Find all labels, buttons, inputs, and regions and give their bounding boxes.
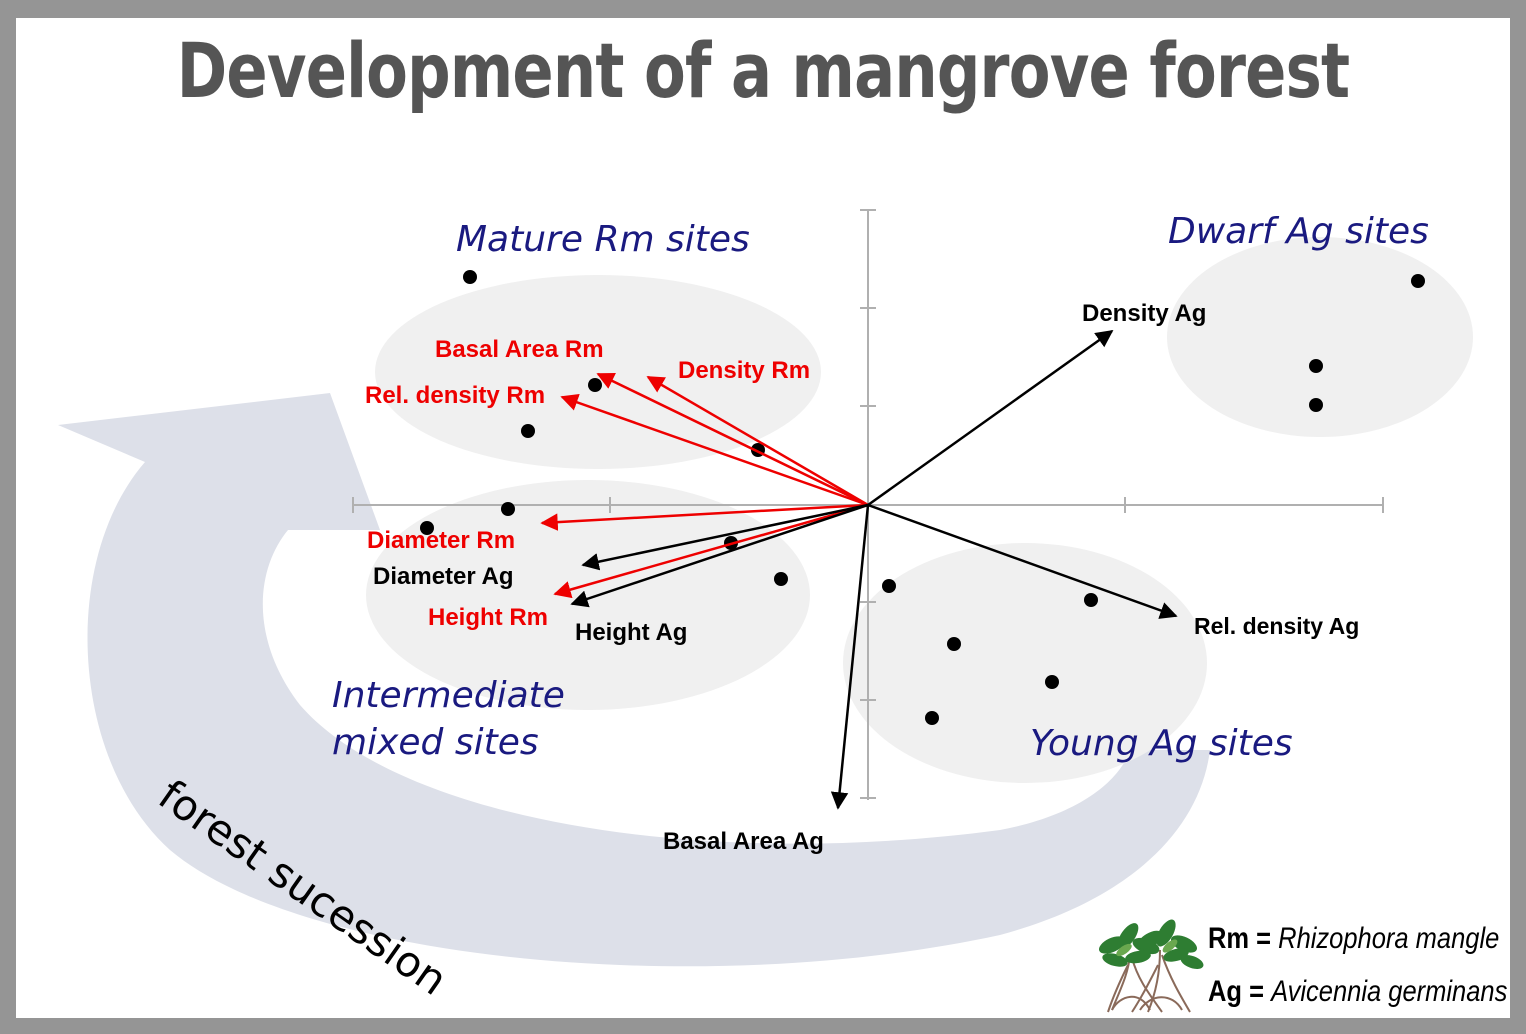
site-point [1045,675,1059,689]
vector-basal-area-ag [830,504,870,810]
site-label-intermediate-line-1: Intermediate [332,675,565,716]
ag-vectors [570,329,1178,810]
site-label-intermediate-line-2: mixed sites [332,722,539,763]
vector-height-rm [553,503,869,599]
succession-arrow [58,393,1210,967]
site-point [1309,398,1323,412]
vector-rel-density-rm [560,393,869,507]
vector-diameter-ag [581,503,869,571]
label-rel-density-rm: Rel. density Rm [365,382,545,409]
label-diameter-rm: Diameter Rm [367,527,515,554]
cluster-dwarf-ag [1167,237,1473,437]
site-points [420,270,1425,725]
site-point [1084,593,1098,607]
label-rel-density-ag: Rel. density Ag [1194,613,1359,639]
cluster-mature-rm [375,275,821,469]
site-point [947,637,961,651]
label-diameter-ag: Diameter Ag [373,563,513,590]
site-point [925,711,939,725]
label-basal-area-ag: Basal Area Ag [663,828,824,855]
site-label-intermediate: Intermediate mixed sites [332,672,565,766]
legend-rm: Rm = Rhizophora mangle [1208,922,1499,956]
vector-rel-density-ag [867,503,1178,619]
vector-basal-area-rm [596,372,869,507]
label-height-ag: Height Ag [575,619,687,646]
site-label-mature-rm: Mature Rm sites [456,219,750,260]
site-point [1309,359,1323,373]
site-point [420,521,434,535]
site-point [774,572,788,586]
site-point [882,579,896,593]
legend-rm-species: Rhizophora mangle [1278,922,1500,955]
vector-height-ag [570,503,869,608]
site-point [501,502,515,516]
site-label-dwarf-ag: Dwarf Ag sites [1168,211,1429,252]
vector-density-rm [646,375,869,507]
site-label-young-ag: Young Ag sites [1030,723,1293,764]
label-density-ag: Density Ag [1082,300,1206,327]
label-basal-area-rm: Basal Area Rm [435,336,604,363]
site-point [463,270,477,284]
label-density-rm: Density Rm [678,357,810,384]
page-title: Development of a mangrove forest [176,26,1350,115]
legend-ag-abbr: Ag = [1208,975,1264,1008]
site-point [521,424,535,438]
rm-vectors [540,372,869,599]
vector-diameter-rm [540,503,869,531]
legend-ag-species: Avicennia germinans [1271,975,1508,1008]
label-height-rm: Height Rm [428,604,548,631]
mangrove-tree-icon [1098,919,1204,1013]
site-point [1411,274,1425,288]
legend-rm-abbr: Rm = [1208,922,1272,955]
legend-ag: Ag = Avicennia germinans [1208,975,1507,1009]
vector-density-ag [867,329,1114,507]
